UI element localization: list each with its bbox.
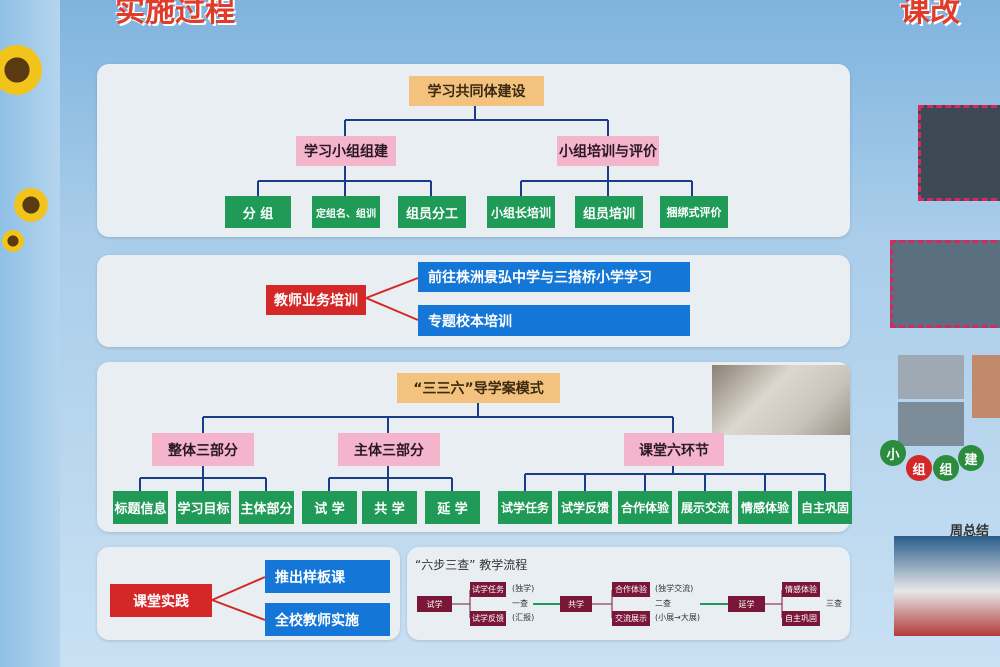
label-char-3: 组: [933, 455, 959, 481]
group-photo: [890, 240, 1000, 328]
flow-check-3: 三查: [826, 599, 842, 608]
flow-note-1a: (独学): [512, 584, 535, 593]
flow-step2-exchange: 交流展示: [612, 611, 650, 626]
classroom-photo: [918, 105, 1000, 201]
leaf-extended-learning: 延 学: [425, 491, 480, 524]
leaf-member-roles: 组员分工: [398, 196, 466, 228]
leaf-trial-learning: 试 学: [302, 491, 357, 524]
worksheets-photo: [712, 365, 850, 435]
leaf-trial-feedback: 试学反馈: [558, 491, 612, 524]
summary-label: 周总结: [950, 524, 990, 539]
flow-mid: 共学: [560, 596, 592, 612]
node-overall-parts: 整体三部分: [152, 433, 254, 466]
leaf-title-info: 标题信息: [113, 491, 168, 524]
flow-step3-emotion: 情感体验: [782, 582, 820, 597]
item-model-lesson: 推出样板课: [265, 560, 390, 593]
node-guided-study-model: “三三六”导学案模式: [397, 373, 560, 403]
flow-step1-task: 试学任务: [470, 582, 506, 597]
leaf-member-training: 组员培训: [575, 196, 643, 228]
item-school-training: 专题校本培训: [418, 305, 690, 336]
flow-title: “六步三查” 教学流程: [415, 558, 528, 572]
node-group-formation: 学习小组组建: [296, 136, 396, 166]
flow-step1-feedback: 试学反馈: [470, 611, 506, 626]
flow-end: 延学: [728, 596, 765, 612]
flow-note-2b: (小展→大展): [655, 613, 700, 622]
leaf-emotional-experience: 情感体验: [738, 491, 792, 524]
label-char-2: 组: [906, 455, 932, 481]
flow-note-1b: (汇报): [512, 613, 535, 622]
node-teacher-training: 教师业务培训: [266, 285, 366, 315]
leaf-trial-task: 试学任务: [498, 491, 552, 524]
sunflower-icon: [14, 188, 48, 222]
node-six-stages: 课堂六环节: [624, 433, 724, 466]
section-header-left: 实施过程: [115, 0, 235, 29]
leaf-main-section: 主体部分: [239, 491, 294, 524]
leaf-grouping: 分 组: [225, 196, 291, 228]
leaf-bundled-evaluation: 捆绑式评价: [660, 196, 728, 228]
flow-check-1: 一查: [512, 599, 528, 608]
students-photo-2: [898, 402, 964, 446]
flow-step3-consolidate: 自主巩固: [782, 611, 820, 626]
node-group-training: 小组培训与评价: [557, 136, 659, 166]
students-photo-1: [898, 355, 964, 399]
leaf-learning-goals: 学习目标: [176, 491, 231, 524]
section-header-right: 课改: [900, 0, 960, 29]
left-border-decoration: [0, 0, 60, 667]
label-char-1: 小: [880, 440, 906, 466]
node-learning-community: 学习共同体建设: [409, 76, 544, 106]
students-photo-3: [972, 355, 1000, 418]
node-classroom-practice: 课堂实践: [110, 584, 212, 617]
leaf-group-name: 定组名、组训: [312, 196, 380, 228]
leaf-co-learning: 共 学: [362, 491, 417, 524]
flow-note-2a: (独学交流): [655, 584, 694, 593]
flow-check-2: 二查: [655, 599, 671, 608]
sunflower-icon: [0, 45, 42, 95]
leaf-presentation-exchange: 展示交流: [678, 491, 732, 524]
item-study-visit: 前往株洲景弘中学与三搭桥小学学习: [418, 262, 690, 292]
leaf-cooperative-experience: 合作体验: [618, 491, 672, 524]
leaf-self-consolidation: 自主巩固: [798, 491, 852, 524]
label-char-4: 建: [958, 445, 984, 471]
node-main-parts: 主体三部分: [338, 433, 440, 466]
item-all-teachers: 全校教师实施: [265, 603, 390, 636]
flow-start: 试学: [417, 596, 452, 612]
sunflower-icon: [2, 230, 24, 252]
flow-step2-cooperate: 合作体验: [612, 582, 650, 597]
summary-photo: [894, 536, 1000, 636]
leaf-leader-training: 小组长培训: [487, 196, 555, 228]
